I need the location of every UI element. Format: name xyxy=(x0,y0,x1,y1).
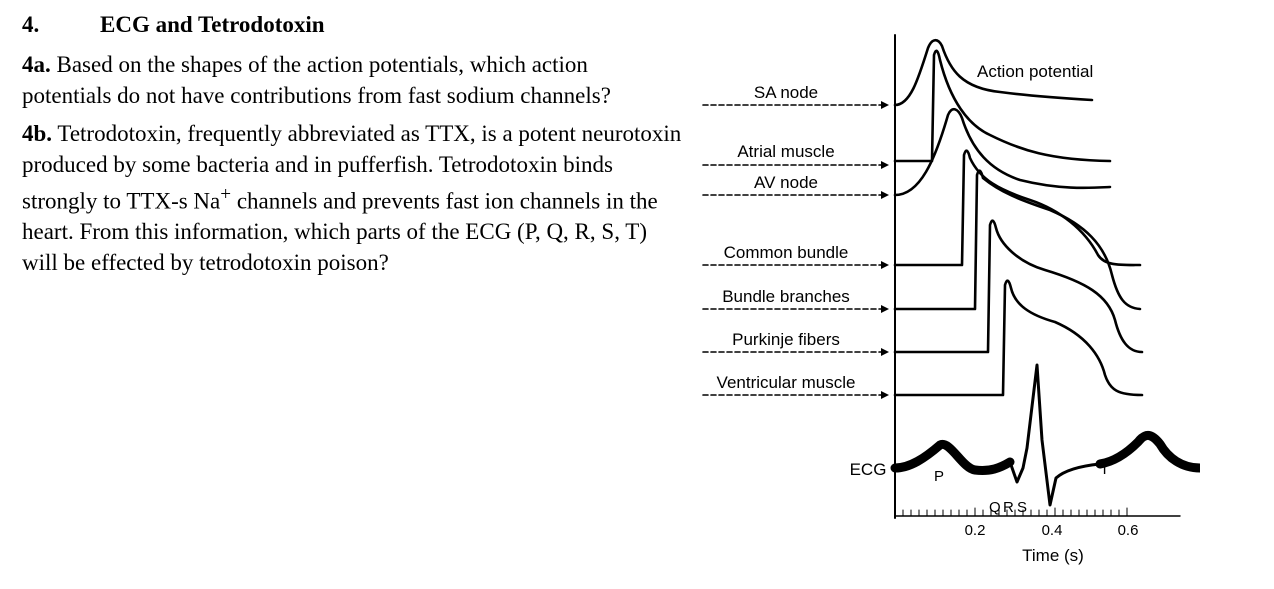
atrial-muscle-label: Atrial muscle xyxy=(737,142,834,161)
arrowhead xyxy=(881,191,889,199)
common-bundle-label: Common bundle xyxy=(724,243,849,262)
arrowhead xyxy=(881,391,889,399)
ventricular-muscle-curve xyxy=(893,279,1144,397)
atrial-muscle-curve xyxy=(893,49,1112,163)
tick-label-0-4: 0.4 xyxy=(1042,522,1063,539)
arrowhead xyxy=(881,261,889,269)
question-heading: 4. ECG and Tetrodotoxin xyxy=(22,10,682,40)
sodium-charge-superscript: + xyxy=(220,184,232,205)
part-a-paragraph: 4a. Based on the shapes of the action po… xyxy=(22,50,682,111)
common-bundle-curve xyxy=(893,149,1142,267)
part-b-label: 4b. xyxy=(22,121,53,146)
t-wave-label: T xyxy=(1100,461,1109,478)
part-b-text-before: Tetrodotoxin, frequently abbreviated as … xyxy=(22,121,682,214)
ecg-trace xyxy=(890,440,1015,475)
action-potential-title: Action potential xyxy=(977,62,1093,81)
ecg-label: ECG xyxy=(850,460,887,479)
ventricular-muscle-label: Ventricular muscle xyxy=(717,373,856,392)
purkinje-fibers-curve xyxy=(893,219,1144,354)
action-potential-figure: Action potential SA node Atrial muscle A… xyxy=(702,34,1200,565)
question-panel: 4. ECG and Tetrodotoxin 4a. Based on the … xyxy=(22,10,682,286)
arrowhead xyxy=(881,161,889,169)
question-title: ECG and Tetrodotoxin xyxy=(100,12,325,37)
r-wave-label: R xyxy=(1003,499,1014,516)
tick-label-0-2: 0.2 xyxy=(965,522,986,539)
ecg-trace xyxy=(1095,431,1200,473)
question-number: 4. xyxy=(22,12,40,37)
part-b-text-after: channels and prevents fast ion channels … xyxy=(22,188,658,275)
purkinje-fibers-label: Purkinje fibers xyxy=(732,330,840,349)
bundle-branches-curve xyxy=(893,169,1142,311)
arrowhead xyxy=(881,305,889,313)
bundle-branches-label: Bundle branches xyxy=(722,287,850,306)
s-wave-label: S xyxy=(1017,499,1027,516)
av-node-label: AV node xyxy=(754,173,818,192)
q-wave-label: Q xyxy=(989,499,1001,516)
part-b-paragraph: 4b. Tetrodotoxin, frequently abbreviated… xyxy=(22,119,682,278)
av-node-curve xyxy=(893,108,1112,197)
tick-label-0-6: 0.6 xyxy=(1118,522,1139,539)
sa-node-label: SA node xyxy=(754,83,818,102)
x-axis-label: Time (s) xyxy=(1022,546,1084,565)
arrowhead xyxy=(881,348,889,356)
sa-node-curve xyxy=(893,38,1094,107)
arrowhead xyxy=(881,101,889,109)
part-a-text: Based on the shapes of the action potent… xyxy=(22,52,611,108)
p-wave-label: P xyxy=(934,468,944,485)
part-a-label: 4a. xyxy=(22,52,51,77)
ecg-trace xyxy=(1008,363,1102,507)
